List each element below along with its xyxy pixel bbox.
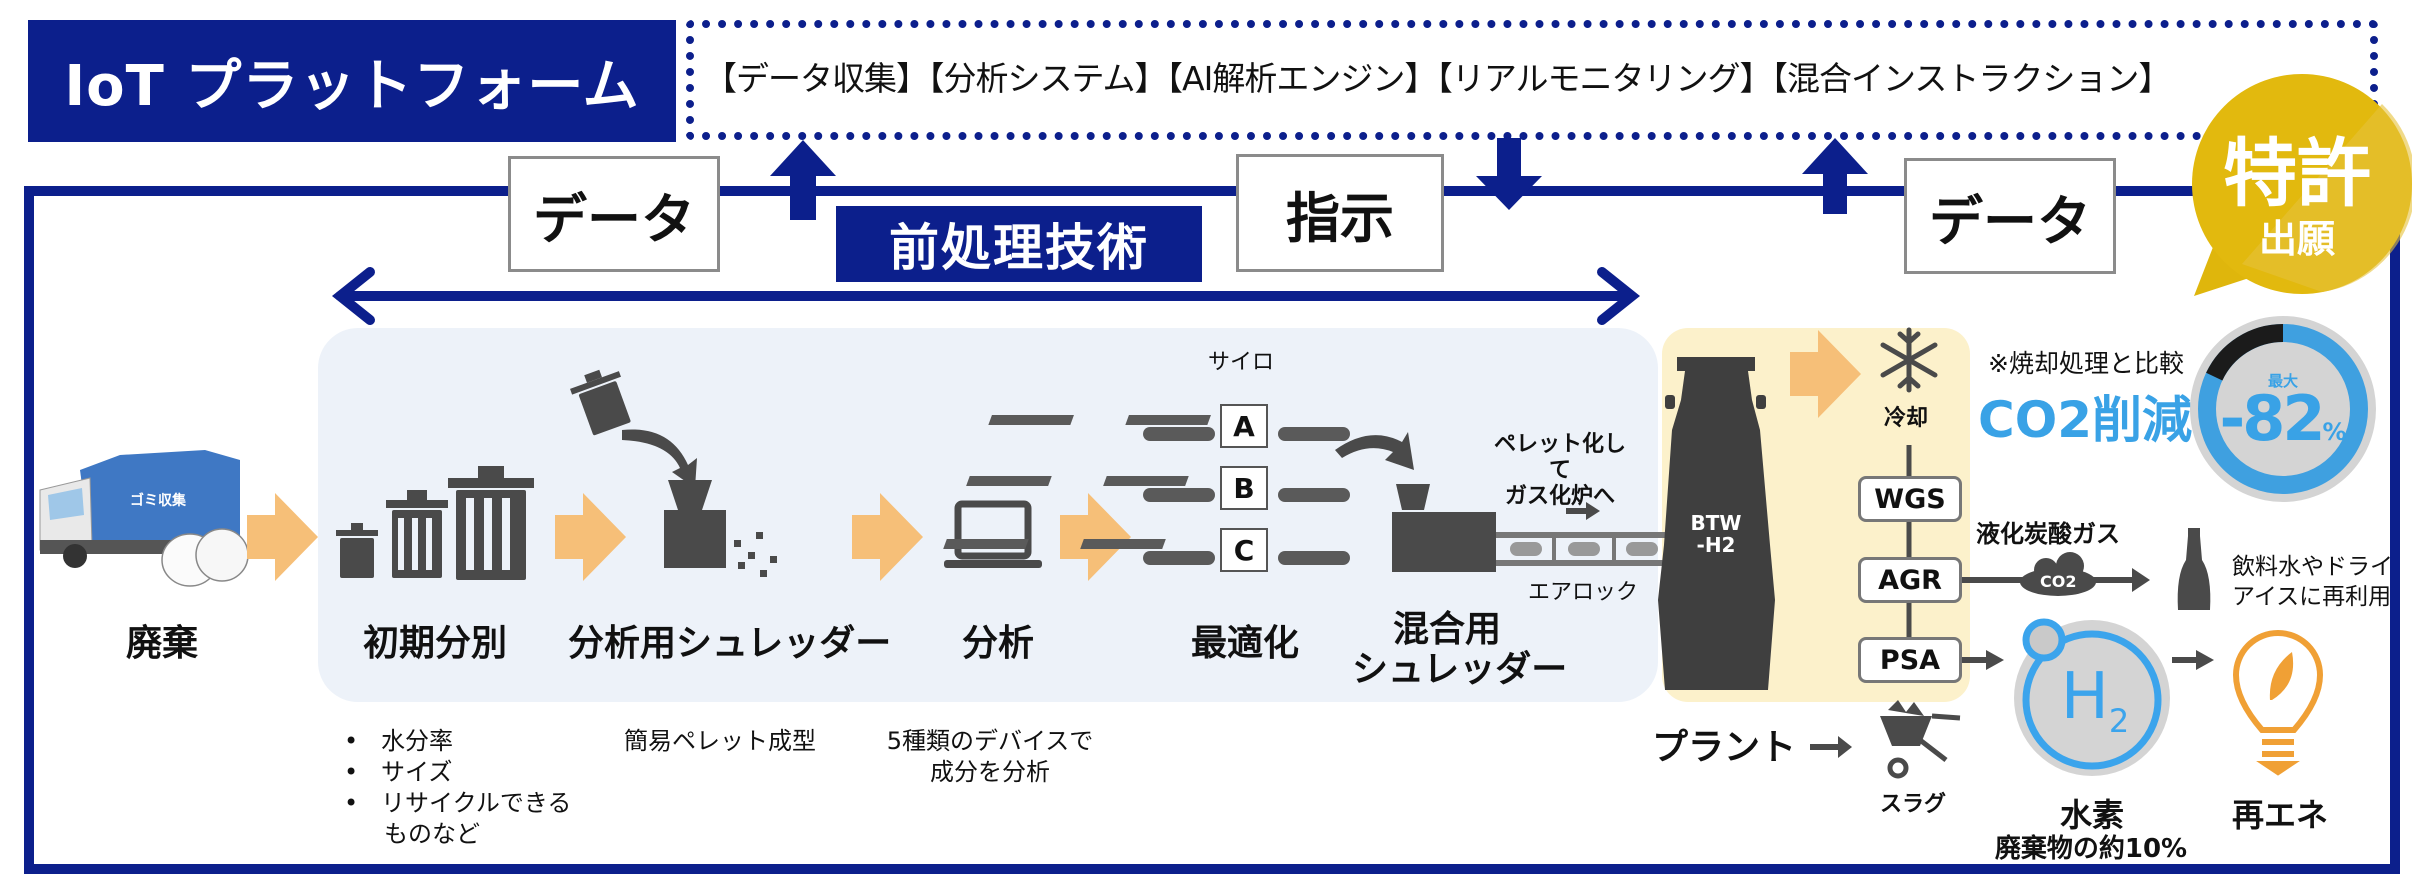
patent-text: 特許: [2223, 131, 2371, 217]
note-item: • サイズ: [344, 758, 453, 786]
silo-label: サイロ: [1208, 350, 1275, 375]
note-item: • 水分率: [344, 727, 454, 755]
step-label-mixing-line1: 混合用: [1392, 609, 1501, 650]
co2-reduction-gauge: [2190, 316, 2376, 502]
iot-platform-features: 【データ収集】【分析システム】【AI解析エンジン】【リアルモニタリング】【混合イ…: [704, 59, 2171, 98]
snowflake-icon: [1880, 327, 1938, 393]
h2-symbol: H2: [2060, 660, 2130, 740]
main-frame: [24, 186, 2400, 874]
patent-application-text: 出願: [2258, 217, 2335, 261]
co2-reuse-line1: 飲料水やドライ: [2232, 554, 2393, 580]
svg-text:ゴミ収集: ゴミ収集: [130, 492, 187, 509]
preprocessing-title: 前処理技術: [836, 206, 1202, 282]
wheelbarrow-icon: [1880, 700, 1961, 779]
mixing-shredder-icon: [1335, 432, 1666, 572]
flow-arrow-icon: [555, 493, 626, 581]
co2-cloud-icon: [2020, 552, 2096, 596]
co2-reuse-note: 飲料水やドライ アイスに再利用: [2232, 552, 2393, 612]
step-label-initial-sorting: 初期分別: [362, 623, 507, 664]
flow-arrow-icon: [1790, 330, 1861, 418]
process-wgs: WGS: [1858, 476, 1962, 522]
co2-reduction-title: CO2削減: [1978, 391, 2192, 449]
trash-cans-icon: [336, 466, 534, 580]
flow-arrow-icon: [852, 493, 923, 581]
hydrogen-sublabel: 廃棄物の約10%: [1994, 834, 2188, 864]
pellet-note: ペレット化して ガス化炉へ: [1490, 432, 1630, 510]
cooling-label: 冷却: [1884, 406, 1929, 431]
shredder-icon: [570, 369, 777, 577]
speech-bubble-icon: [2192, 74, 2412, 296]
gauge-value: -82%: [2219, 382, 2347, 455]
step-label-mixing-line2: シュレッダー: [1352, 649, 1568, 690]
patent-badge: 特許 出願: [2182, 74, 2412, 304]
double-arrow-icon: [331, 267, 1641, 325]
renewable-label: 再エネ: [2231, 796, 2328, 834]
up-arrow-icon: [1802, 138, 1868, 214]
note-item: ものなど: [384, 820, 480, 848]
gauge-remaining-arc: [2206, 324, 2284, 381]
hydrogen-icon: [2014, 618, 2170, 776]
note-item: • リサイクルできる: [344, 789, 572, 817]
silo-b: B: [1220, 466, 1268, 510]
analysis-note-line2: 成分を分析: [930, 758, 1050, 786]
lightbulb-leaf-icon: [2232, 630, 2324, 776]
energy-flow-arrow: [2172, 650, 2214, 670]
co2-cloud-label: CO2: [2040, 572, 2077, 591]
silo-c: C: [1220, 528, 1268, 572]
up-arrow-icon: [770, 140, 836, 220]
liquid-co2-label: 液化炭酸ガス: [1976, 520, 2120, 548]
iot-platform-box: [686, 20, 2378, 140]
shredder-note: 簡易ペレット成型: [624, 727, 816, 755]
sorting-notes: • 水分率 • サイズ • リサイクルできる ものなど: [344, 726, 571, 850]
silo-conveyor-icon: [943, 415, 1350, 565]
reactor-label-line2: -H2: [1696, 533, 1736, 557]
step-label-optimization: 最適化: [1190, 623, 1299, 664]
flow-arrow-icon: [247, 493, 318, 581]
slag-flow-arrow: [1810, 736, 1852, 758]
gauge-readout: 最大 -82%: [2190, 316, 2376, 502]
silo-a: A: [1220, 404, 1268, 448]
process-psa: PSA: [1858, 637, 1962, 683]
airlock-label: エアロック: [1528, 580, 1639, 605]
step-label-disposal: 廃棄: [125, 623, 198, 664]
data-label-left: データ: [508, 156, 720, 272]
gauge-caption: 最大: [2267, 372, 2298, 390]
instruction-label: 指示: [1236, 154, 1444, 272]
reactor-label-line1: BTW: [1690, 511, 1742, 535]
co2-reuse-line2: アイスに再利用: [2232, 584, 2392, 610]
analysis-note-line1: 5種類のデバイスで: [886, 727, 1094, 755]
step-label-analysis: 分析: [961, 623, 1034, 664]
analysis-note: 5種類のデバイスで 成分を分析: [880, 726, 1100, 788]
step-label-analysis-shredder: 分析用シュレッダー: [568, 623, 892, 664]
iot-platform-title: IoT プラットフォーム: [28, 20, 676, 142]
co2-comparison-note: ※焼却処理と比較: [1988, 349, 2184, 378]
laptop-icon: [944, 500, 1042, 568]
pellet-note-line1: ペレット化して: [1493, 432, 1626, 483]
slag-label: スラグ: [1880, 792, 1947, 817]
hydrogen-label: 水素: [2059, 796, 2124, 834]
plant-label: プラント: [1652, 727, 1797, 768]
data-label-right: データ: [1904, 158, 2116, 274]
flow-arrow-icon: [1060, 493, 1131, 581]
reactor-label: BTW -H2: [1686, 512, 1746, 556]
garbage-truck-icon: ゴミ収集: [39, 450, 249, 587]
down-arrow-icon: [1476, 138, 1542, 210]
process-agr: AGR: [1858, 557, 1962, 603]
h2-flow-arrow: [1962, 650, 2004, 670]
reactor-icon: [1658, 357, 1775, 690]
bottle-icon: [2177, 528, 2211, 610]
pellet-note-line2: ガス化炉へ: [1504, 484, 1615, 509]
